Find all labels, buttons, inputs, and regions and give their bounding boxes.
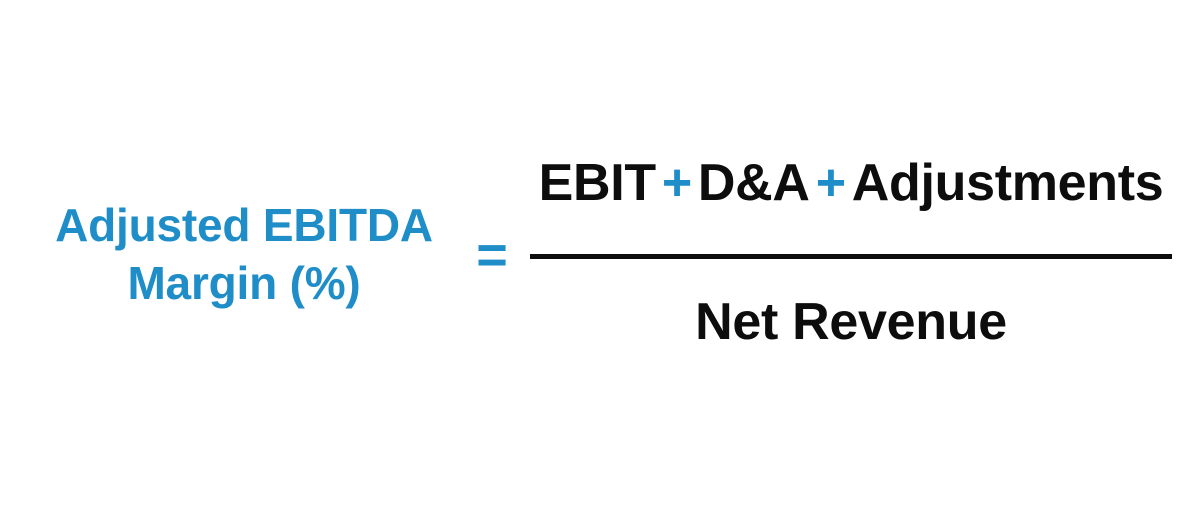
equals-sign: =: [476, 225, 508, 285]
numerator-term-adjustments: Adjustments: [851, 154, 1164, 212]
numerator-term-ebit: EBIT: [538, 154, 657, 212]
fraction-bar: [530, 254, 1172, 259]
fraction-numerator: EBIT+D&A+Adjustments: [530, 150, 1172, 216]
formula-left-label: Adjusted EBITDA Margin (%): [20, 196, 468, 312]
formula-left-label-line-1: Adjusted EBITDA: [55, 199, 433, 251]
formula-left-label-line-2: Margin (%): [127, 257, 361, 309]
formula-fraction: EBIT+D&A+Adjustments Net Revenue: [530, 150, 1172, 355]
numerator-operator-plus-2: +: [815, 154, 846, 212]
numerator-term-da: D&A: [697, 154, 810, 212]
denominator-term-net-revenue: Net Revenue: [695, 293, 1007, 351]
fraction-denominator: Net Revenue: [530, 289, 1172, 355]
numerator-operator-plus-1: +: [661, 154, 692, 212]
